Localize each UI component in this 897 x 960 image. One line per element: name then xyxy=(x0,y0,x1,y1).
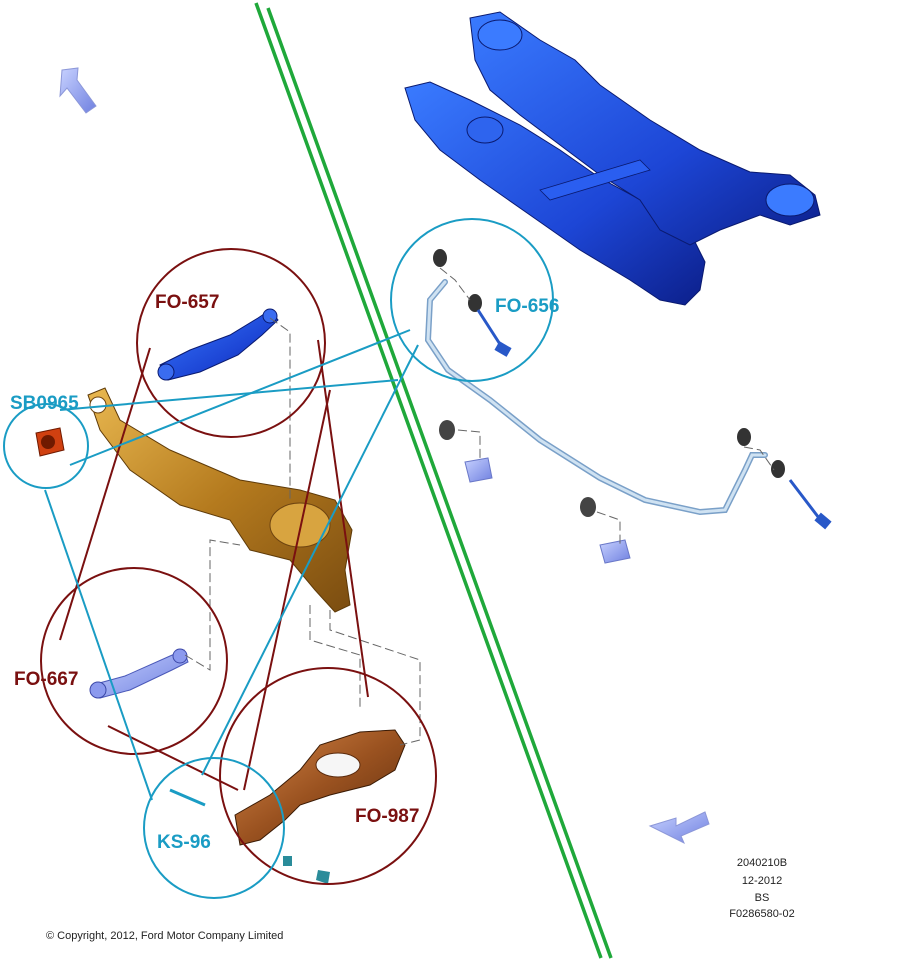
lower-arm xyxy=(89,648,189,699)
info-region: BS xyxy=(755,892,770,904)
separator-lines xyxy=(254,2,613,959)
assembly-dashed-lines xyxy=(184,267,775,746)
label-ks-96: KS-96 xyxy=(157,832,211,853)
label-fo-657: FO-657 xyxy=(155,292,219,313)
info-figure-id: F0286580-02 xyxy=(729,908,794,920)
upper-arm xyxy=(157,308,279,381)
stabilizer-hardware xyxy=(433,249,832,564)
label-sb0965: SB0965 xyxy=(10,393,79,414)
drawing-info-block: 2040210B 12-2012 BS F0286580-02 xyxy=(729,857,794,920)
label-fo-656: FO-656 xyxy=(495,296,559,317)
lower-control-arm xyxy=(169,729,406,884)
dark-red-callouts xyxy=(40,248,437,885)
info-code: 2040210B xyxy=(737,857,787,869)
label-fo-667: FO-667 xyxy=(14,669,78,690)
copyright-text: © Copyright, 2012, Ford Motor Company Li… xyxy=(46,930,283,942)
orientation-arrow-up-icon xyxy=(59,67,97,114)
rear-subframe xyxy=(404,11,821,306)
teal-callouts xyxy=(3,218,554,899)
bushing xyxy=(35,427,65,457)
stabilizer-bar xyxy=(424,279,768,516)
orientation-arrow-down-left-icon xyxy=(648,811,710,845)
info-date: 12-2012 xyxy=(742,875,782,887)
label-fo-987: FO-987 xyxy=(355,806,419,827)
